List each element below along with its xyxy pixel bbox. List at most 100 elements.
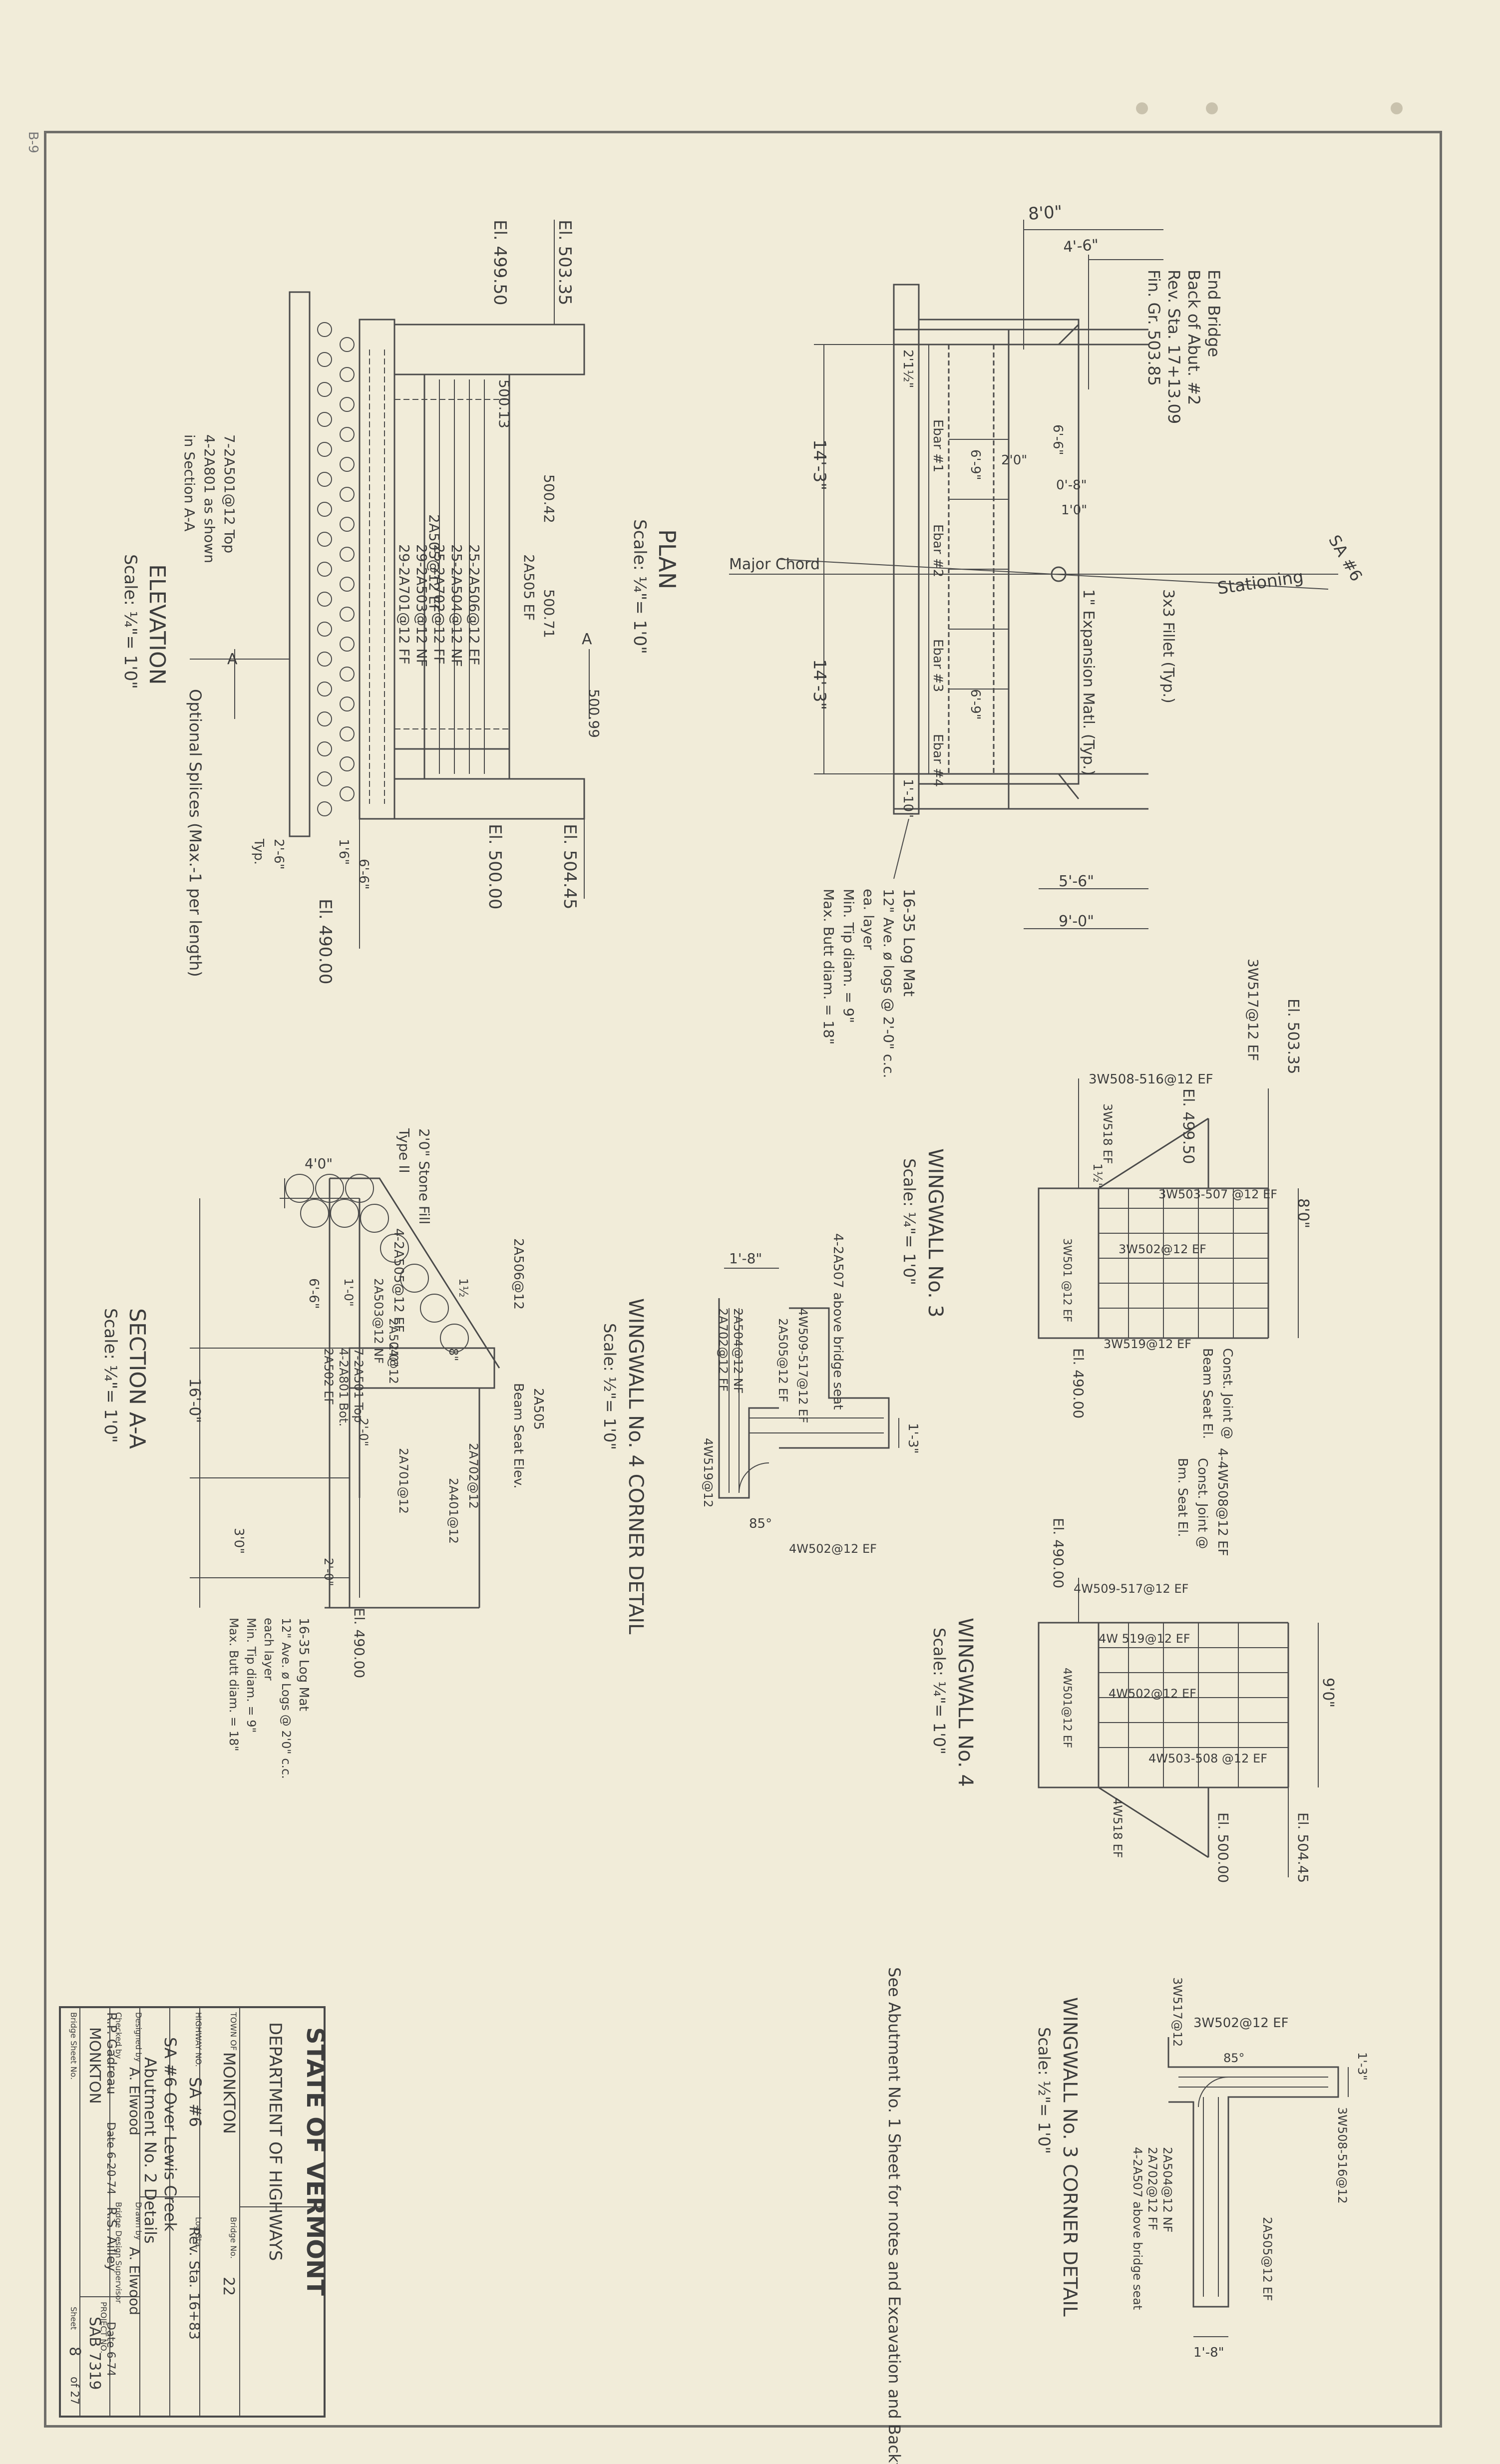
ww4-label-3: El. 490.00 [1050, 1518, 1067, 1588]
plan-note-fillet: 3x3 Fillet (Typ.) [1159, 589, 1177, 704]
plan-note-3: Fin. Gr. 503.85 [1144, 270, 1163, 386]
ww4-label-0: 4-4W508@12 EF [1215, 1448, 1230, 1556]
el-490-00: El. 490.00 [315, 899, 335, 985]
bridge-no-value: 22 [220, 2277, 237, 2296]
title-block-grid [59, 2006, 326, 2418]
sec-label-12: 7-2A501 Top [352, 1348, 366, 1423]
ww4-label-7: 4W501@12 EF [1061, 1668, 1073, 1748]
town-footer-value: MONKTON [86, 2027, 103, 2104]
ww3-label-2: 3W508-516@12 EF [1089, 1072, 1213, 1087]
plan-note-major-chord: Major Chord [729, 556, 820, 573]
section-aa-title: SECTION A-A [124, 1308, 150, 1449]
plan-view [729, 220, 1338, 929]
ww3-label-13: El. 490.00 [1070, 1348, 1087, 1418]
ww4c-label-3: 4-2A507 above bridge seat [830, 1233, 845, 1410]
title-block: STATE OF VERMONT DEPARTMENT OF HIGHWAYS … [66, 2012, 329, 2405]
elev-dim-1-6: 1'6" [336, 839, 351, 865]
wingwall4-view [1038, 1578, 1319, 1877]
ww3-label-1: El. 503.35 [1284, 999, 1302, 1074]
wingwall4-corner-detail [718, 1268, 899, 1499]
plan-note-0: End Bridge [1204, 270, 1223, 357]
ww4-label-4: 4W509-517@12 EF [1074, 1582, 1188, 1596]
sec-label-18: 2A701@12 [396, 1448, 410, 1514]
elev-note-section: in Section A-A [181, 434, 198, 532]
highway-label: HIGHWAY NO. [194, 2012, 203, 2067]
plan-dim-5: 9'-0" [1059, 913, 1094, 930]
ww3-label-5: 3W518 EF [1101, 1103, 1115, 1164]
elev-dim-6-6: 6'-6" [356, 859, 371, 890]
designed-by-value: A. Elwood [126, 2067, 143, 2135]
elev-2a505-12: 2A505@12 EF [426, 514, 442, 613]
section-a-a-view [190, 1174, 500, 1609]
sec-label-11: 3'0" [231, 1528, 246, 1554]
sec-label-27: each layer [262, 1618, 276, 1681]
wingwall3-corner-detail [1167, 2037, 1349, 2337]
elev-bar-504: 25-2A504@12 NF [448, 544, 465, 667]
sec-label-22: 2A505 [531, 1388, 546, 1430]
plan-note-tip: Min. Tip diam. = 9" [840, 889, 857, 1023]
plan-dim-2: 14'-3" [809, 439, 829, 490]
sec-label-9: 1'-0" [342, 1278, 356, 1307]
ww3-title: WINGWALL No. 3 [924, 1148, 947, 1318]
ww3-scale: Scale: ¼"= 1'0" [900, 1158, 919, 1285]
punch-hole [1136, 102, 1148, 114]
agency-line1: STATE OF VERMONT [301, 2027, 329, 2296]
ww3c-label-3: 1'-3" [1355, 2052, 1369, 2081]
ww4-label-11: El. 500.00 [1215, 1812, 1231, 1883]
ww3-label-6: 3W503-507 @12 EF [1158, 1187, 1277, 1201]
sec-label-21: El. 490.00 [351, 1608, 368, 1678]
bridge-sheet-label: Bridge Sheet No. [69, 2012, 78, 2080]
ww4c-label-4: 4W509-517@12 EF [796, 1308, 810, 1423]
project-no-value: SAB 7319 [86, 2317, 103, 2390]
plan-dim-3: 14'-3" [809, 659, 829, 710]
log-sta-label: Log Sta. [194, 2217, 203, 2249]
sec-label-19: 2A702@12 [466, 1443, 480, 1509]
section-aa-scale: Scale: ¼"= 1'0" [100, 1308, 120, 1443]
sec-label-16: 8" [446, 1348, 460, 1361]
log-sta-value: Rev. Sta. 16+83 [186, 2227, 203, 2340]
sec-label-10: 16'-0" [186, 1378, 203, 1423]
elev-500-42: 500.42 [541, 474, 557, 523]
plan-title: PLAN [654, 529, 681, 589]
ww4-label-8: 9'0" [1319, 1678, 1337, 1708]
plan-note-layer: ea. layer [860, 889, 877, 950]
ww3c-label-1: 3W517@12 [1170, 1977, 1184, 2047]
elev-optional-splices: Optional Splices (Max.-1 per length) [186, 689, 205, 977]
ww3-corner-scale: Scale: ½"= 1'0" [1035, 2027, 1054, 2154]
sheet-number: 8 [66, 2347, 83, 2356]
sec-label-14: 2A502 EF [322, 1348, 336, 1405]
elev-bar-701: 29-2A701@12 FF [396, 544, 412, 665]
elevation-scale: Scale: ¼"= 1'0" [120, 554, 140, 689]
plan-dim-13: 6'-9" [968, 689, 983, 720]
elev-note-top: 7-2A501@12 Top [221, 434, 238, 553]
plan-note-logs: 12" Ave. ø logs @ 2'-0" c.c. [880, 889, 897, 1078]
ww3c-label-4: 3W508-516@12 [1335, 2107, 1349, 2204]
elev-bar-503: 29-2A503@12 NF [413, 544, 430, 667]
sheet-label: Sheet [69, 2307, 78, 2330]
sec-label-1: 2'0" Stone Fill [416, 1128, 432, 1224]
drawn-by-label: Drawn by [134, 2202, 143, 2240]
ww4-label-1: Const. Joint @ [1195, 1458, 1210, 1549]
ww3c-label-2: 85° [1223, 2051, 1245, 2065]
sec-label-26: 12" Ave. ø Logs @ 2'0" c.c. [279, 1618, 293, 1779]
sec-label-7: 2A504@12 [386, 1318, 400, 1384]
section-cut-a-left: A [227, 651, 238, 668]
elev-bar-702: 25-2A702@12 FF [431, 544, 447, 665]
punch-hole [1206, 102, 1218, 114]
sec-label-25: 16-35 Log Mat [296, 1618, 311, 1711]
plan-note-expansion: 1" Expansion Matl. (Typ.) [1080, 589, 1097, 775]
plan-note-route: SA #6 [1325, 532, 1366, 585]
ww4-label-6: 4W502@12 EF [1109, 1687, 1196, 1701]
ww4-scale: Scale: ¼"= 1'0" [930, 1628, 949, 1755]
description-2: Abutment No. 2 Details [141, 2057, 160, 2244]
sec-label-8: 6'-6" [306, 1278, 321, 1309]
sec-label-15: 2'0" [386, 1343, 400, 1367]
ww4c-label-8: 1'-3" [905, 1423, 920, 1454]
plan-note-butt: Max. Butt diam. = 18" [820, 889, 837, 1045]
project-no-label: PROJECT NO. [99, 2302, 108, 2353]
ww3c-label-0: 3W502@12 EF [1193, 2016, 1289, 2031]
plan-dim-9: 1'0" [1061, 503, 1087, 518]
ww4-label-9: 4W503-508 @12 EF [1148, 1752, 1267, 1765]
